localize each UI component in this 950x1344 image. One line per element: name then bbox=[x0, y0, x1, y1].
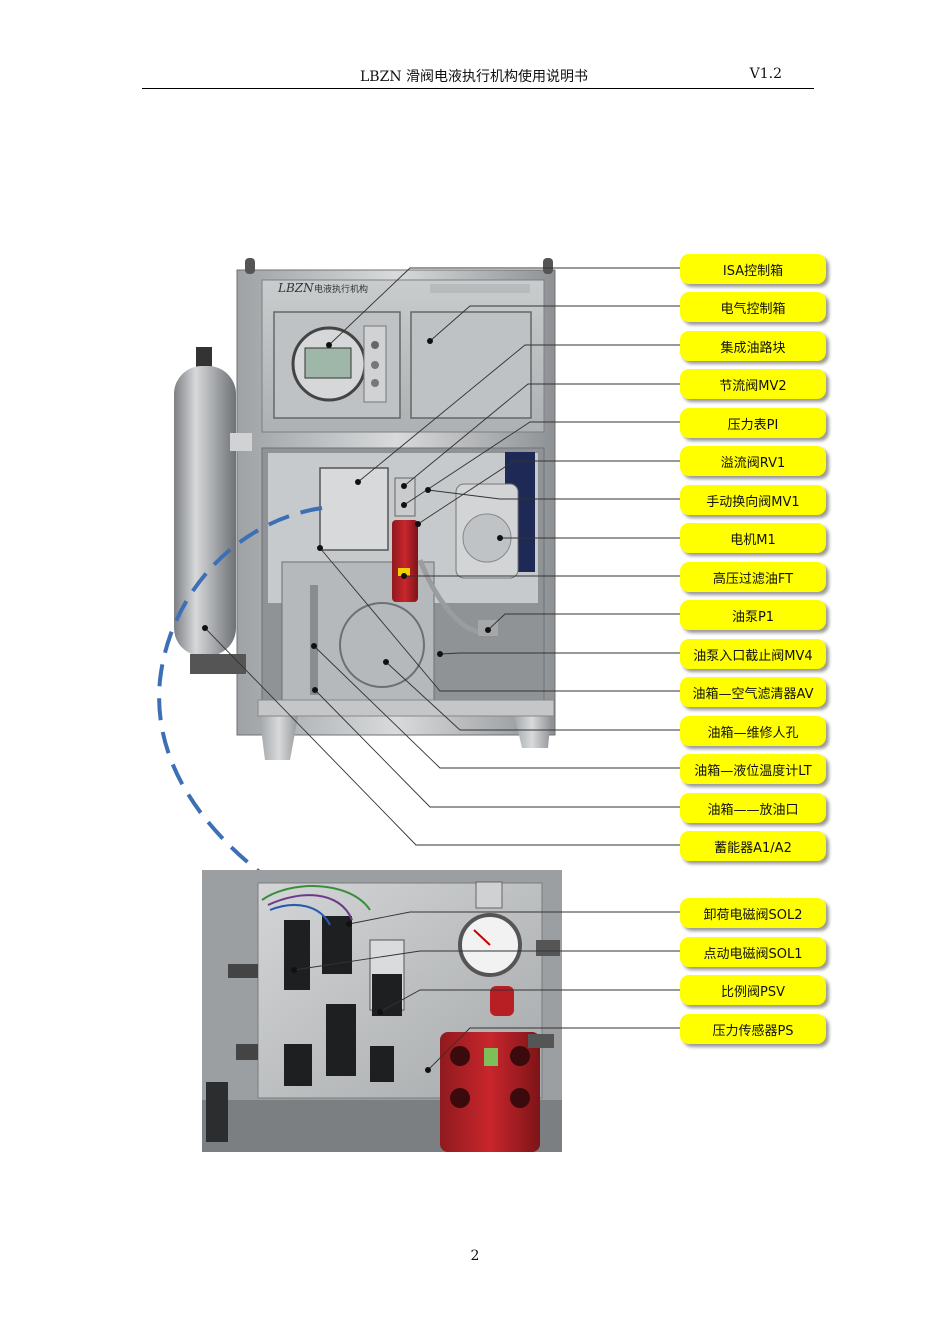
page-header: LBZN 滑阀电液执行机构使用说明书 V1.2 bbox=[142, 64, 814, 89]
leader-lines-bottom bbox=[293, 911, 680, 1071]
label-accumulator-a1-a2: 蓄能器A1/A2 bbox=[680, 831, 826, 861]
label-unload-solenoid-sol2: 卸荷电磁阀SOL2 bbox=[680, 898, 826, 928]
label-tank-air-filter-av: 油箱—空气滤清器AV bbox=[680, 677, 826, 707]
label-hp-filter-ft: 高压过滤油FT bbox=[680, 562, 826, 592]
label-proportional-valve-psv: 比例阀PSV bbox=[680, 975, 826, 1005]
label-pump-p1: 油泵P1 bbox=[680, 600, 826, 630]
label-tank-manhole: 油箱—维修人孔 bbox=[680, 716, 826, 746]
leader-dots-bottom bbox=[291, 921, 431, 1073]
label-throttle-valve-mv2: 节流阀MV2 bbox=[680, 369, 826, 399]
label-electrical-control-box: 电气控制箱 bbox=[680, 292, 826, 322]
label-pressure-sensor-ps: 压力传感器PS bbox=[680, 1014, 826, 1044]
hydraulic-unit-photo: LBZN 电液执行机构 bbox=[174, 258, 556, 760]
document-title: LBZN 滑阀电液执行机构使用说明书 bbox=[360, 69, 589, 85]
label-motor-m1: 电机M1 bbox=[680, 523, 826, 553]
label-integrated-manifold: 集成油路块 bbox=[680, 331, 826, 361]
leader-lines-top bbox=[204, 267, 680, 846]
label-manual-valve-mv1: 手动换向阀MV1 bbox=[680, 485, 826, 515]
label-pressure-gauge-pi: 压力表PI bbox=[680, 408, 826, 438]
leader-dots-top bbox=[202, 338, 503, 693]
label-pump-inlet-valve-mv4: 油泵入口截止阀MV4 bbox=[680, 639, 826, 669]
document-version: V1.2 bbox=[749, 66, 782, 82]
label-isa-control-box: ISA控制箱 bbox=[680, 254, 826, 284]
brand-plate: LBZN bbox=[277, 281, 314, 295]
brand-subtitle: 电液执行机构 bbox=[314, 283, 368, 295]
label-tank-level-temp-lt: 油箱—液位温度计LT bbox=[680, 754, 826, 784]
label-tank-drain: 油箱——放油口 bbox=[680, 793, 826, 823]
page-number: 2 bbox=[470, 1248, 480, 1264]
label-jog-solenoid-sol1: 点动电磁阀SOL1 bbox=[680, 937, 826, 967]
label-relief-valve-rv1: 溢流阀RV1 bbox=[680, 446, 826, 476]
